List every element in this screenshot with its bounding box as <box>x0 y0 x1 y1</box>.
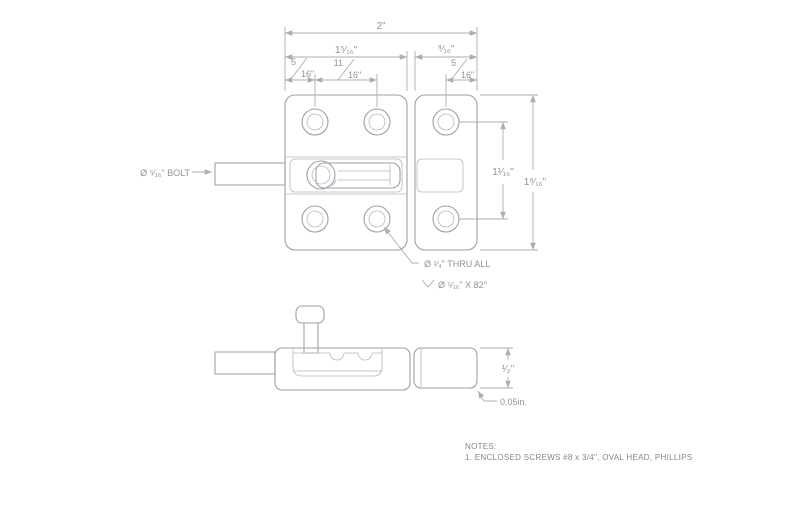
fraction-slash <box>450 58 468 81</box>
clearance-label: 0.05in. <box>500 397 527 407</box>
fraction-slash <box>290 57 308 80</box>
latch-hook-arc <box>326 179 337 187</box>
side-view-dimensions: ¹⁄₂" 0.05in. <box>477 347 527 407</box>
mounting-hole-outer <box>432 205 460 233</box>
bolt-rod-side <box>214 351 276 375</box>
mounting-hole-outer <box>301 108 329 136</box>
mounting-hole-inner <box>306 113 324 131</box>
note-item-1: 1. ENCLOSED SCREWS #8 x 3/4", OVAL HEAD,… <box>465 453 692 462</box>
dim-keeper-hole-inset-numerator: 5 <box>451 58 456 68</box>
mounting-hole-outer <box>363 108 391 136</box>
dim-hole-spacing-denominator: 16" <box>348 70 361 80</box>
slide-bolt <box>315 162 401 189</box>
mounting-hole-inner <box>368 113 386 131</box>
bolt-callout-label: Ø ⁵⁄₁₆" BOLT <box>140 168 190 178</box>
dim-overall-height-label: 1⁹⁄₁₆" <box>524 177 547 188</box>
mounting-hole-inner <box>306 210 324 228</box>
knob-base-outer <box>306 160 336 190</box>
dim-overall-width-label: 2" <box>376 21 386 32</box>
top-view <box>214 94 478 251</box>
channel-recess <box>289 158 403 193</box>
dim-keeper-hole-inset-denominator: 16" <box>461 70 474 80</box>
mounting-hole-inner <box>437 210 455 228</box>
mounting-hole-outer <box>363 205 391 233</box>
mounting-hole-inner <box>368 210 386 228</box>
countersink-icon <box>421 279 435 288</box>
dim-hole-rows-label: 1¹⁄₁₆" <box>492 167 514 178</box>
dim-hole-inset-denominator: 16" <box>301 69 314 79</box>
keeper-recess <box>416 158 464 193</box>
notes-block: NOTES: 1. ENCLOSED SCREWS #8 x 3/4", OVA… <box>465 442 692 462</box>
slot-opening <box>292 347 383 377</box>
dim-plate-width-label: 1⁵⁄₁₆" <box>335 45 358 56</box>
dim-hole-spacing-numerator: 11 <box>334 58 343 68</box>
side-view <box>214 305 478 391</box>
dim-hole-inset-numerator: 5 <box>291 57 296 67</box>
hole-callout-leader <box>383 226 419 264</box>
bolt-notch-profile <box>292 352 383 361</box>
mounting-hole-inner <box>437 113 455 131</box>
knob-base-inner <box>311 165 331 185</box>
dim-thickness-label: ¹⁄₂" <box>502 364 515 375</box>
bolt-rod <box>214 162 286 186</box>
knob-head <box>295 305 325 324</box>
mounting-hole-outer <box>301 205 329 233</box>
dim-keeper-width-label: ⁹⁄₁₆" <box>438 44 455 55</box>
hole-callout-line1: Ø ¹⁄₄" THRU ALL <box>424 259 490 269</box>
latch-body-side <box>274 347 411 391</box>
mounting-hole-outer <box>432 108 460 136</box>
top-view-dimensions: 2" 1⁵⁄₁₆" ⁹⁄₁₆" 5 16" 11 16" 5 16" 1¹⁄₁₆… <box>140 21 547 290</box>
clearance-leader <box>477 390 497 402</box>
hole-callout-line2: Ø ⁵⁄₁₆" X 82° <box>438 280 488 290</box>
notes-heading: NOTES: <box>465 442 497 451</box>
keeper-body-side <box>413 347 478 389</box>
fraction-slash <box>337 58 355 81</box>
latch-plate-outline <box>284 94 408 251</box>
